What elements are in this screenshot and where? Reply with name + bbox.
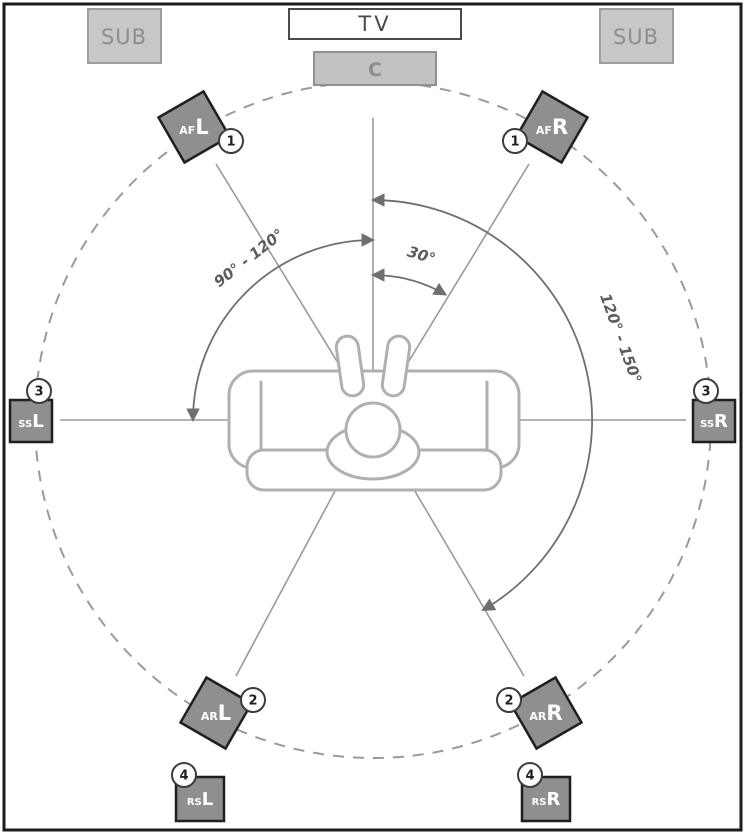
tv: TV [288,8,462,40]
speaker-arl-label: ARL [201,701,231,725]
speaker-ssr-badge-circle [693,378,719,404]
speaker-afr-badge-number: 1 [510,135,519,150]
speaker-rsr: RSR 4 [517,762,572,823]
listener-left-leg [334,334,366,398]
speaker-arr-prefix: AR [529,710,547,723]
speaker-arr-badge: 2 [496,687,522,713]
speaker-ssl: SSL 3 [8,378,54,444]
speaker-afr-box [514,89,590,165]
speaker-afl-label: AFL [179,115,208,139]
speaker-arr-suffix: R [546,701,562,725]
tv-box [288,8,462,40]
speaker-arl-badge-circle [240,687,266,713]
speaker-afr-badge-circle [502,128,528,154]
speaker-arr-badge-circle [496,687,522,713]
subwoofer-left-label: SUB [101,25,147,49]
rear-angle-arc [370,193,593,612]
speaker-ssl-label: SSL [18,411,43,432]
speaker-rsl-badge: 4 [171,762,197,788]
speaker-arr-box [508,675,584,751]
speaker-afl: AFL 1 [156,89,244,165]
speaker-rsl-badge-circle [171,762,197,788]
center-speaker-box [313,51,437,86]
subwoofer-left-box [87,8,162,64]
speaker-afl-box [156,89,232,165]
speaker-arl-badge: 2 [240,687,266,713]
speaker-afl-prefix: AF [179,124,195,137]
speaker-rsl-badge-number: 4 [179,769,188,784]
speaker-afl-suffix: L [195,115,208,139]
speaker-ssr: SSR 3 [691,378,737,444]
speaker-arl-box [178,675,254,751]
speaker-ssl-box [8,398,54,444]
side-angle-arc [186,233,376,423]
speaker-arl-badge-number: 2 [248,694,257,709]
speaker-rsr-label: RSR [532,789,561,810]
speaker-rsl-suffix: L [202,789,213,810]
speaker-ssr-badge-number: 3 [701,385,710,400]
speaker-ssl-prefix: SS [18,419,32,430]
speaker-arr: ARR 2 [496,675,584,751]
subwoofer-right-label: SUB [613,25,659,49]
speaker-ssr-prefix: SS [700,419,714,430]
center-speaker: C [313,51,437,86]
speaker-ssl-badge: 3 [26,378,52,404]
speaker-rsr-suffix: R [547,789,561,810]
speaker-afr-suffix: R [552,115,568,139]
speaker-arl-suffix: L [218,701,231,725]
center-speaker-label: C [368,59,382,81]
speaker-afr: AFR 1 [502,89,590,165]
speaker-afr-label: AFR [536,115,568,139]
speaker-rsl-prefix: RS [187,797,202,808]
listener [325,334,421,481]
speaker-rsr-badge: 4 [517,762,543,788]
speaker-afl-badge: 1 [218,128,244,154]
subwoofer-right: SUB [599,8,674,64]
speaker-rsl-label: RSL [187,789,213,810]
speaker-ssl-suffix: L [32,411,43,432]
speaker-arr-label: ARR [529,701,562,725]
speaker-arr-badge-number: 2 [504,694,513,709]
listener-right-leg [380,334,412,398]
speaker-ssr-badge: 3 [693,378,719,404]
speaker-afr-prefix: AF [536,124,552,137]
subwoofer-left: SUB [87,8,162,64]
speaker-ssr-label: SSR [700,411,728,432]
speaker-afl-badge-circle [218,128,244,154]
subwoofer-right-box [599,8,674,64]
angle-arcs [186,193,593,612]
listener-head [344,401,402,459]
speaker-rsl: RSL 4 [171,762,226,823]
speaker-rsr-prefix: RS [532,797,547,808]
speaker-afr-badge: 1 [502,128,528,154]
speaker-arl-prefix: AR [201,710,219,723]
speaker-afl-badge-number: 1 [226,135,235,150]
speaker-ssl-badge-number: 3 [34,385,43,400]
speaker-rsr-badge-number: 4 [525,769,534,784]
speaker-ssr-box [691,398,737,444]
tv-label: TV [357,12,391,36]
speaker-rsr-badge-circle [517,762,543,788]
speaker-ssl-badge-circle [26,378,52,404]
speaker-ssr-suffix: R [714,411,728,432]
speaker-arl: ARL 2 [178,675,266,751]
